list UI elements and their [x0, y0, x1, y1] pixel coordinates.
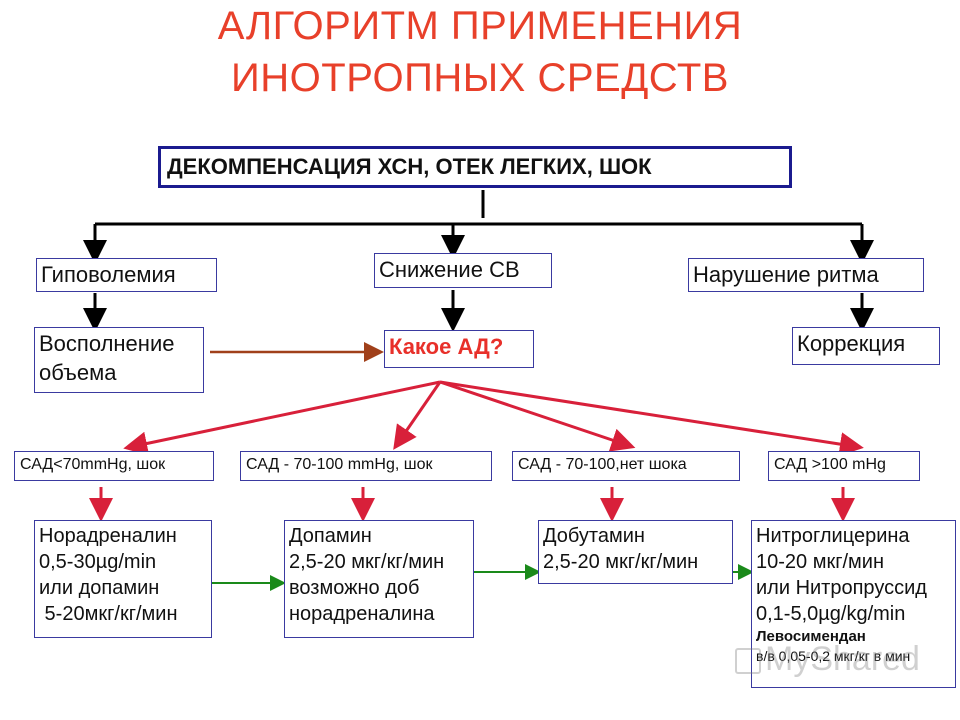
hypovolemia-label: Гиповолемия — [41, 262, 176, 287]
drug-2-line-3: возможно доб — [289, 577, 420, 599]
bp-question-box: Какое АД? — [384, 330, 534, 368]
drug-3-line-2: 2,5-20 мкг/кг/мин — [543, 551, 699, 573]
drug-box-3: Добутамин 2,5-20 мкг/кг/мин — [538, 520, 733, 584]
drug-2-line-1: Допамин — [289, 525, 372, 547]
drug-4-line-3: или Нитропруссид — [756, 577, 927, 599]
hypovolemia-box: Гиповолемия — [36, 258, 217, 292]
drug-1-line-3: или допамин — [39, 577, 160, 599]
rhythm-box: Нарушение ритма — [688, 258, 924, 292]
drug-1-line-1: Норадреналин — [39, 525, 177, 547]
bp-question-label: Какое АД? — [389, 334, 504, 359]
bp-to-cond3-arrow — [439, 380, 636, 452]
condition-label-1: САД<70mmHg, шок — [20, 456, 166, 473]
cardiac-output-label: Снижение СВ — [379, 257, 520, 282]
drug-box-4: Нитроглицерина 10-20 мкг/мин или Нитропр… — [751, 520, 956, 688]
volume-fill-line-2: объема — [39, 359, 117, 385]
root-label: ДЕКОМПЕНСАЦИЯ ХСН, ОТЕК ЛЕГКИХ, ШОК — [167, 154, 652, 179]
condition-box-3: САД - 70-100,нет шока — [512, 451, 740, 481]
condition-label-3: САД - 70-100,нет шока — [518, 456, 687, 473]
page-title-line-1: АЛГОРИТМ ПРИМЕНЕНИЯ — [217, 4, 743, 48]
volume-fill-box: Восполнение объема — [34, 327, 204, 393]
drug-3-line-1: Добутамин — [543, 525, 645, 547]
drug-1-line-2: 0,5-30µg/min — [39, 551, 157, 573]
drug-box-1: Норадреналин 0,5-30µg/min или допамин 5-… — [34, 520, 212, 638]
drug-4-extra-small: в/в 0,05-0,2 мкг/кг в мин — [756, 647, 911, 664]
drug-4-extra-bold: Левосимендан — [756, 628, 866, 645]
condition-box-1: САД<70mmHg, шок — [14, 451, 214, 481]
condition-box-4: САД >100 mHg — [768, 451, 920, 481]
correction-label: Коррекция — [797, 331, 906, 356]
drug-4-line-2: 10-20 мкг/мин — [756, 551, 885, 573]
bp-to-cond4-arrow — [439, 380, 864, 457]
drug-4-line-4: 0,1-5,0µg/kg/min — [756, 603, 906, 625]
watermark-text: MyShared — [765, 640, 920, 678]
drug-4-line-1: Нитроглицерина — [756, 525, 910, 547]
bp-to-cond2-arrow — [393, 381, 442, 450]
rhythm-label: Нарушение ритма — [693, 262, 879, 287]
condition-label-4: САД >100 mHg — [774, 456, 886, 473]
cardiac-output-box: Снижение СВ — [374, 253, 552, 288]
root-box: ДЕКОМПЕНСАЦИЯ ХСН, ОТЕК ЛЕГКИХ, ШОК — [158, 146, 792, 188]
page-title-line-2: ИНОТРОПНЫХ СРЕДСТВ — [231, 56, 729, 100]
drug-2-line-4: норадреналина — [289, 603, 435, 625]
drug-2-line-2: 2,5-20 мкг/кг/мин — [289, 551, 445, 573]
condition-label-2: САД - 70-100 mmHg, шок — [246, 456, 433, 473]
correction-box: Коррекция — [792, 327, 940, 365]
drug-box-2: Допамин 2,5-20 мкг/кг/мин возможно доб н… — [284, 520, 474, 638]
volume-fill-line-1: Восполнение — [39, 331, 175, 356]
watermark-icon — [735, 648, 761, 674]
condition-box-2: САД - 70-100 mmHg, шок — [240, 451, 492, 481]
drug-1-line-4: 5-20мкг/кг/мин — [39, 603, 178, 625]
